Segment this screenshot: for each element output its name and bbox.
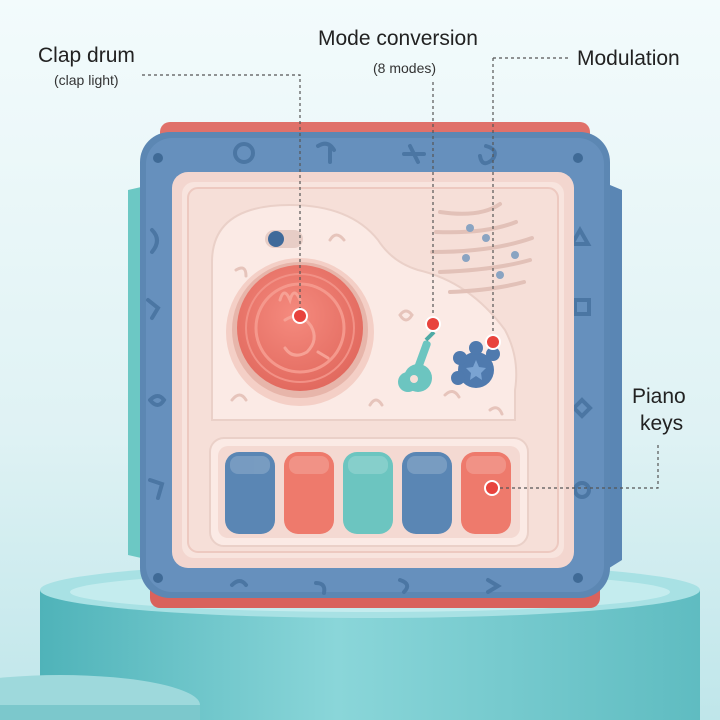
modulation-button[interactable]	[451, 341, 500, 388]
piano-key-3[interactable]	[343, 452, 393, 534]
clap-drum-title: Clap drum	[38, 44, 135, 67]
toy-cube	[128, 122, 622, 608]
mode-conversion-subtitle: (8 modes)	[373, 60, 437, 76]
mode-switch[interactable]	[265, 230, 303, 248]
callout-dots	[292, 308, 501, 496]
modulation-title: Modulation	[577, 47, 680, 70]
piano-key-4[interactable]	[402, 452, 452, 534]
clap-drum-subtitle: (clap light)	[54, 72, 119, 88]
speaker-grille	[430, 202, 534, 294]
guitar-mode-button[interactable]	[398, 330, 436, 392]
piano-keys-title-line1: Piano	[632, 385, 686, 408]
piano-key-1[interactable]	[225, 452, 275, 534]
mode-conversion-title: Mode conversion	[318, 27, 478, 50]
piano-key-2[interactable]	[284, 452, 334, 534]
callout-lines	[142, 57, 659, 489]
piano-keys-title-line2: keys	[640, 412, 684, 435]
clap-drum[interactable]	[226, 258, 374, 406]
piano-keys	[225, 452, 511, 534]
